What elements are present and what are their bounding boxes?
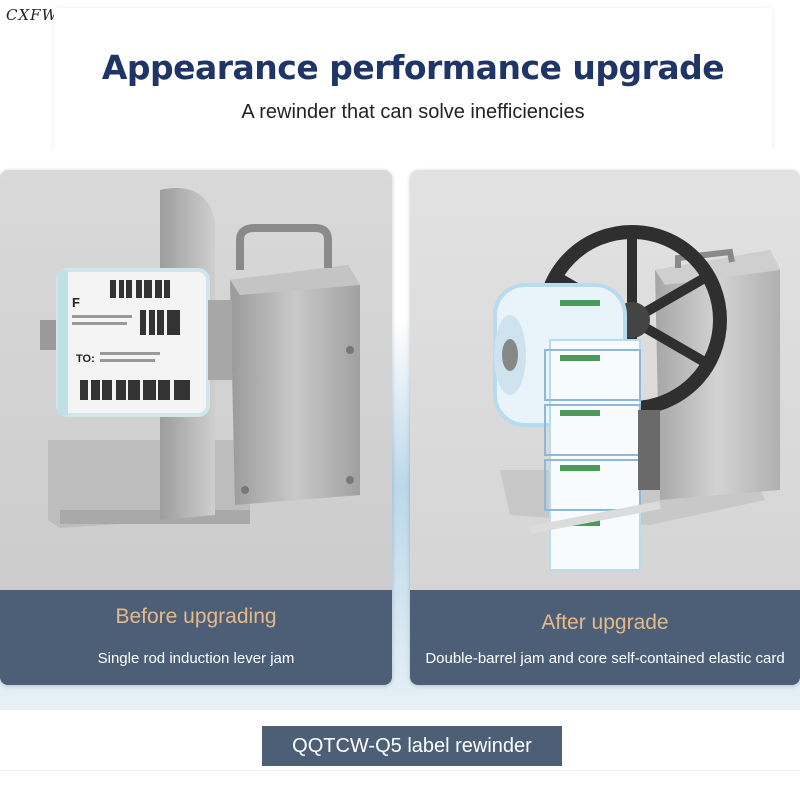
core-clamp — [638, 410, 660, 490]
after-title: After upgrade — [541, 611, 669, 634]
after-description: Double-barrel jam and core self-containe… — [425, 650, 785, 667]
label-mark-f: F — [72, 295, 80, 310]
machine-body — [655, 250, 780, 500]
carry-handle — [675, 248, 735, 268]
page-title: Appearance performance upgrade — [101, 48, 725, 87]
shaft — [40, 320, 60, 350]
after-panel: After upgrade Double-barrel jam and core… — [410, 170, 800, 685]
barcode-top — [110, 280, 170, 298]
machine-body — [230, 265, 360, 505]
before-description: Single rod induction lever jam — [97, 650, 295, 667]
header-card: Appearance performance upgrade A rewinde… — [54, 8, 772, 150]
tension-arm — [529, 501, 661, 534]
page-subtitle: A rewinder that can solve inefficiencies — [241, 101, 585, 123]
after-caption-band: After upgrade Double-barrel jam and core… — [410, 590, 800, 685]
barcode-bottom — [80, 380, 190, 400]
barcode-mid — [140, 310, 180, 335]
divider — [0, 770, 800, 771]
label-to-text: TO: — [76, 353, 95, 365]
before-panel: F TO: Before upgrading Single rod induct… — [0, 170, 392, 685]
after-rewinder-image — [493, 225, 780, 571]
model-name-badge: QQTCW-Q5 label rewinder — [262, 726, 562, 766]
before-caption-band: Before upgrading Single rod induction le… — [0, 590, 392, 685]
core-holder — [208, 300, 232, 380]
before-rewinder-image: F TO: — [40, 188, 360, 528]
carry-handle — [236, 224, 332, 270]
before-title: Before upgrading — [115, 605, 277, 628]
